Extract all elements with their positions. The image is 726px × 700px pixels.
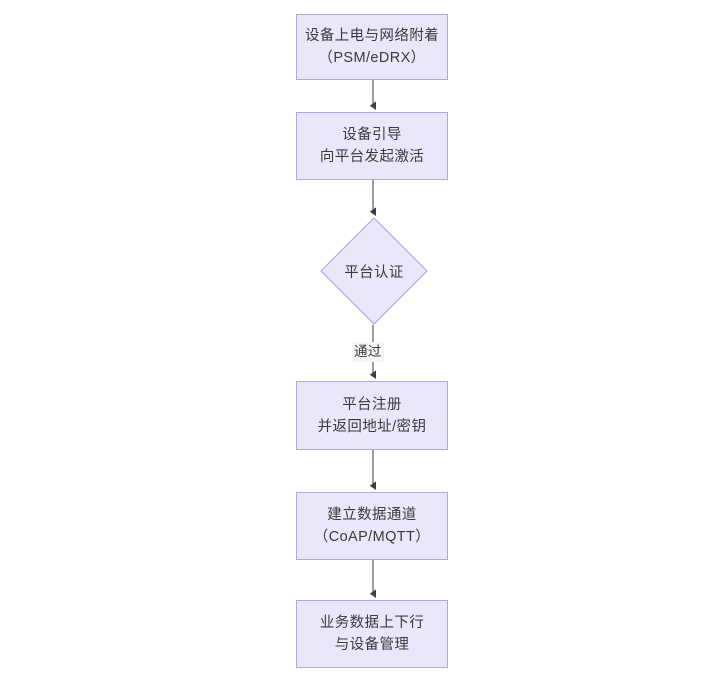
node-platform-registration[interactable]: 平台注册 并返回地址/密钥: [296, 381, 448, 450]
node-label-line2: （CoAP/MQTT）: [313, 529, 431, 545]
node-device-bootstrap[interactable]: 设备引导 向平台发起激活: [296, 112, 448, 180]
node-data-channel[interactable]: 建立数据通道 （CoAP/MQTT）: [296, 492, 448, 560]
diamond-shape: [320, 217, 428, 325]
node-label-line1: 平台注册: [342, 396, 402, 413]
node-label-line1: 设备引导: [342, 127, 402, 143]
node-label-line2: 与设备管理: [334, 637, 410, 653]
node-label-line1: 业务数据上下行: [319, 615, 425, 631]
edge-label-pass: 通过: [352, 342, 384, 362]
node-label-line1: 建立数据通道: [327, 507, 417, 523]
node-label-line2: 向平台发起激活: [319, 149, 425, 165]
node-label-line1: 设备上电与网络附着: [304, 28, 440, 44]
node-business-data[interactable]: 业务数据上下行 与设备管理: [296, 600, 448, 668]
node-label-line1: 平台认证: [344, 264, 404, 281]
node-device-power-on[interactable]: 设备上电与网络附着 （PSM/eDRX）: [296, 14, 448, 80]
node-label-line2: （PSM/eDRX）: [318, 50, 426, 66]
node-label-line2: 并返回地址/密钥: [317, 418, 427, 435]
node-platform-authentication[interactable]: 平台认证: [320, 217, 428, 325]
